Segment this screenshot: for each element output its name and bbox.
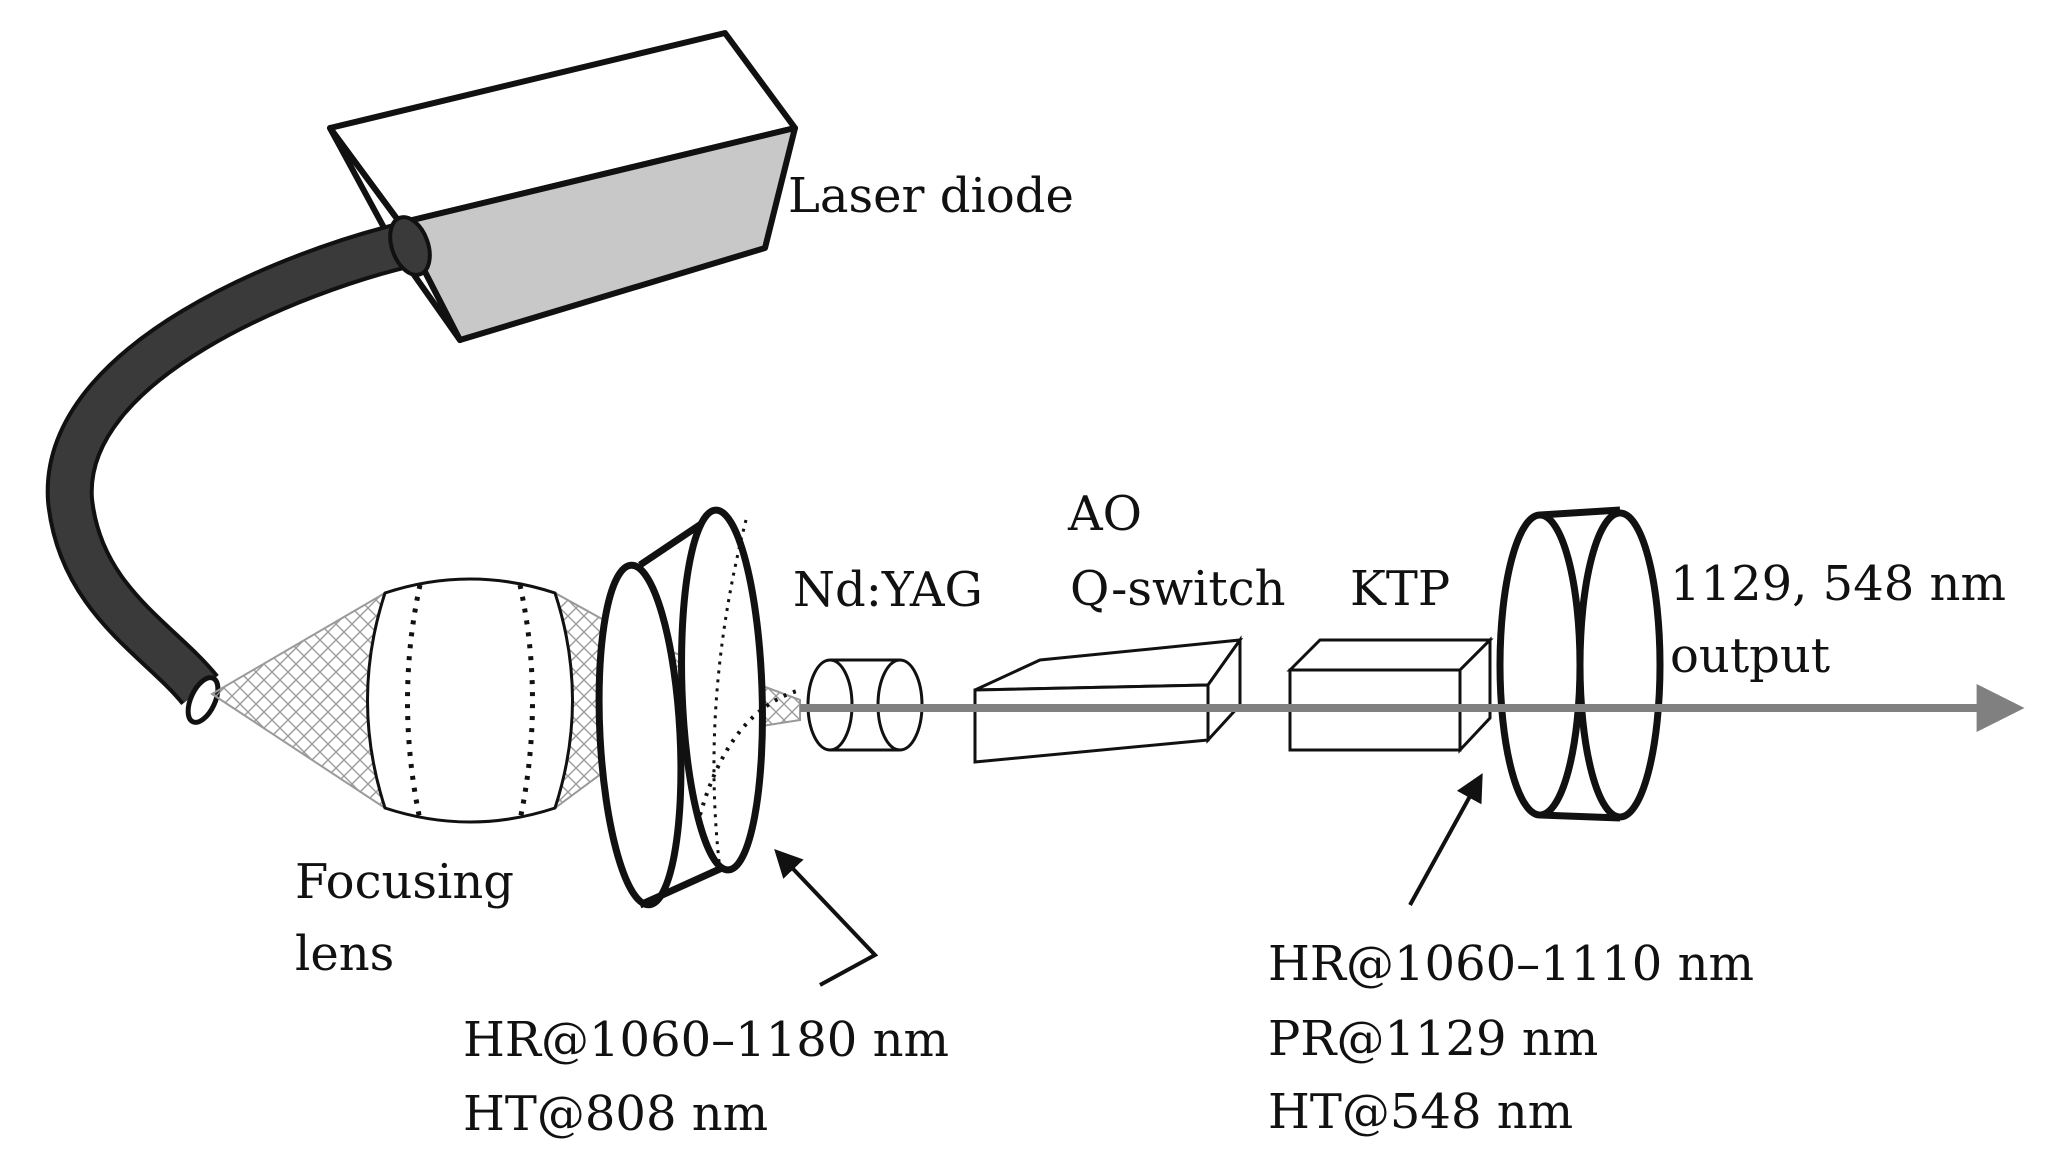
input-mirror-arrow: [774, 848, 879, 987]
output-mirror-spec-line2: PR@1129 nm: [1268, 1011, 1598, 1067]
ao-q-switch: [973, 635, 1244, 764]
input-mirror-spec-line1: HR@1060–1180 nm: [463, 1012, 949, 1068]
laser-diode-label: Laser diode: [788, 168, 1074, 224]
fiber-output-end: [185, 675, 221, 725]
ao-label-line1: AO: [1067, 486, 1142, 542]
output-mirror-spec-line1: HR@1060–1110 nm: [1268, 936, 1754, 992]
focusing-lens-label-line1: Focusing: [295, 854, 514, 910]
nd-yag-label: Nd:YAG: [793, 562, 983, 618]
focusing-lens-label-line2: lens: [295, 926, 394, 982]
ktp-crystal: [1286, 636, 1494, 754]
ao-label-line2: Q-switch: [1070, 561, 1285, 617]
output-mirror-spec-line3: HT@548 nm: [1268, 1084, 1573, 1140]
fiber-input-end: [388, 215, 432, 277]
laser-diode-side-face: [397, 125, 798, 343]
optical-fiber: [45, 215, 432, 725]
ktp-label: KTP: [1350, 561, 1450, 617]
output-label-line1: 1129, 548 nm: [1670, 556, 2006, 612]
output-mirror-arrow: [1408, 773, 1483, 906]
output-label-line2: output: [1670, 628, 1830, 684]
output-mirror: [1496, 506, 1664, 822]
focusing-lens: [366, 577, 574, 824]
input-mirror: [595, 506, 801, 909]
input-mirror-spec-line2: HT@808 nm: [463, 1086, 768, 1142]
laser-diode: [327, 30, 798, 343]
